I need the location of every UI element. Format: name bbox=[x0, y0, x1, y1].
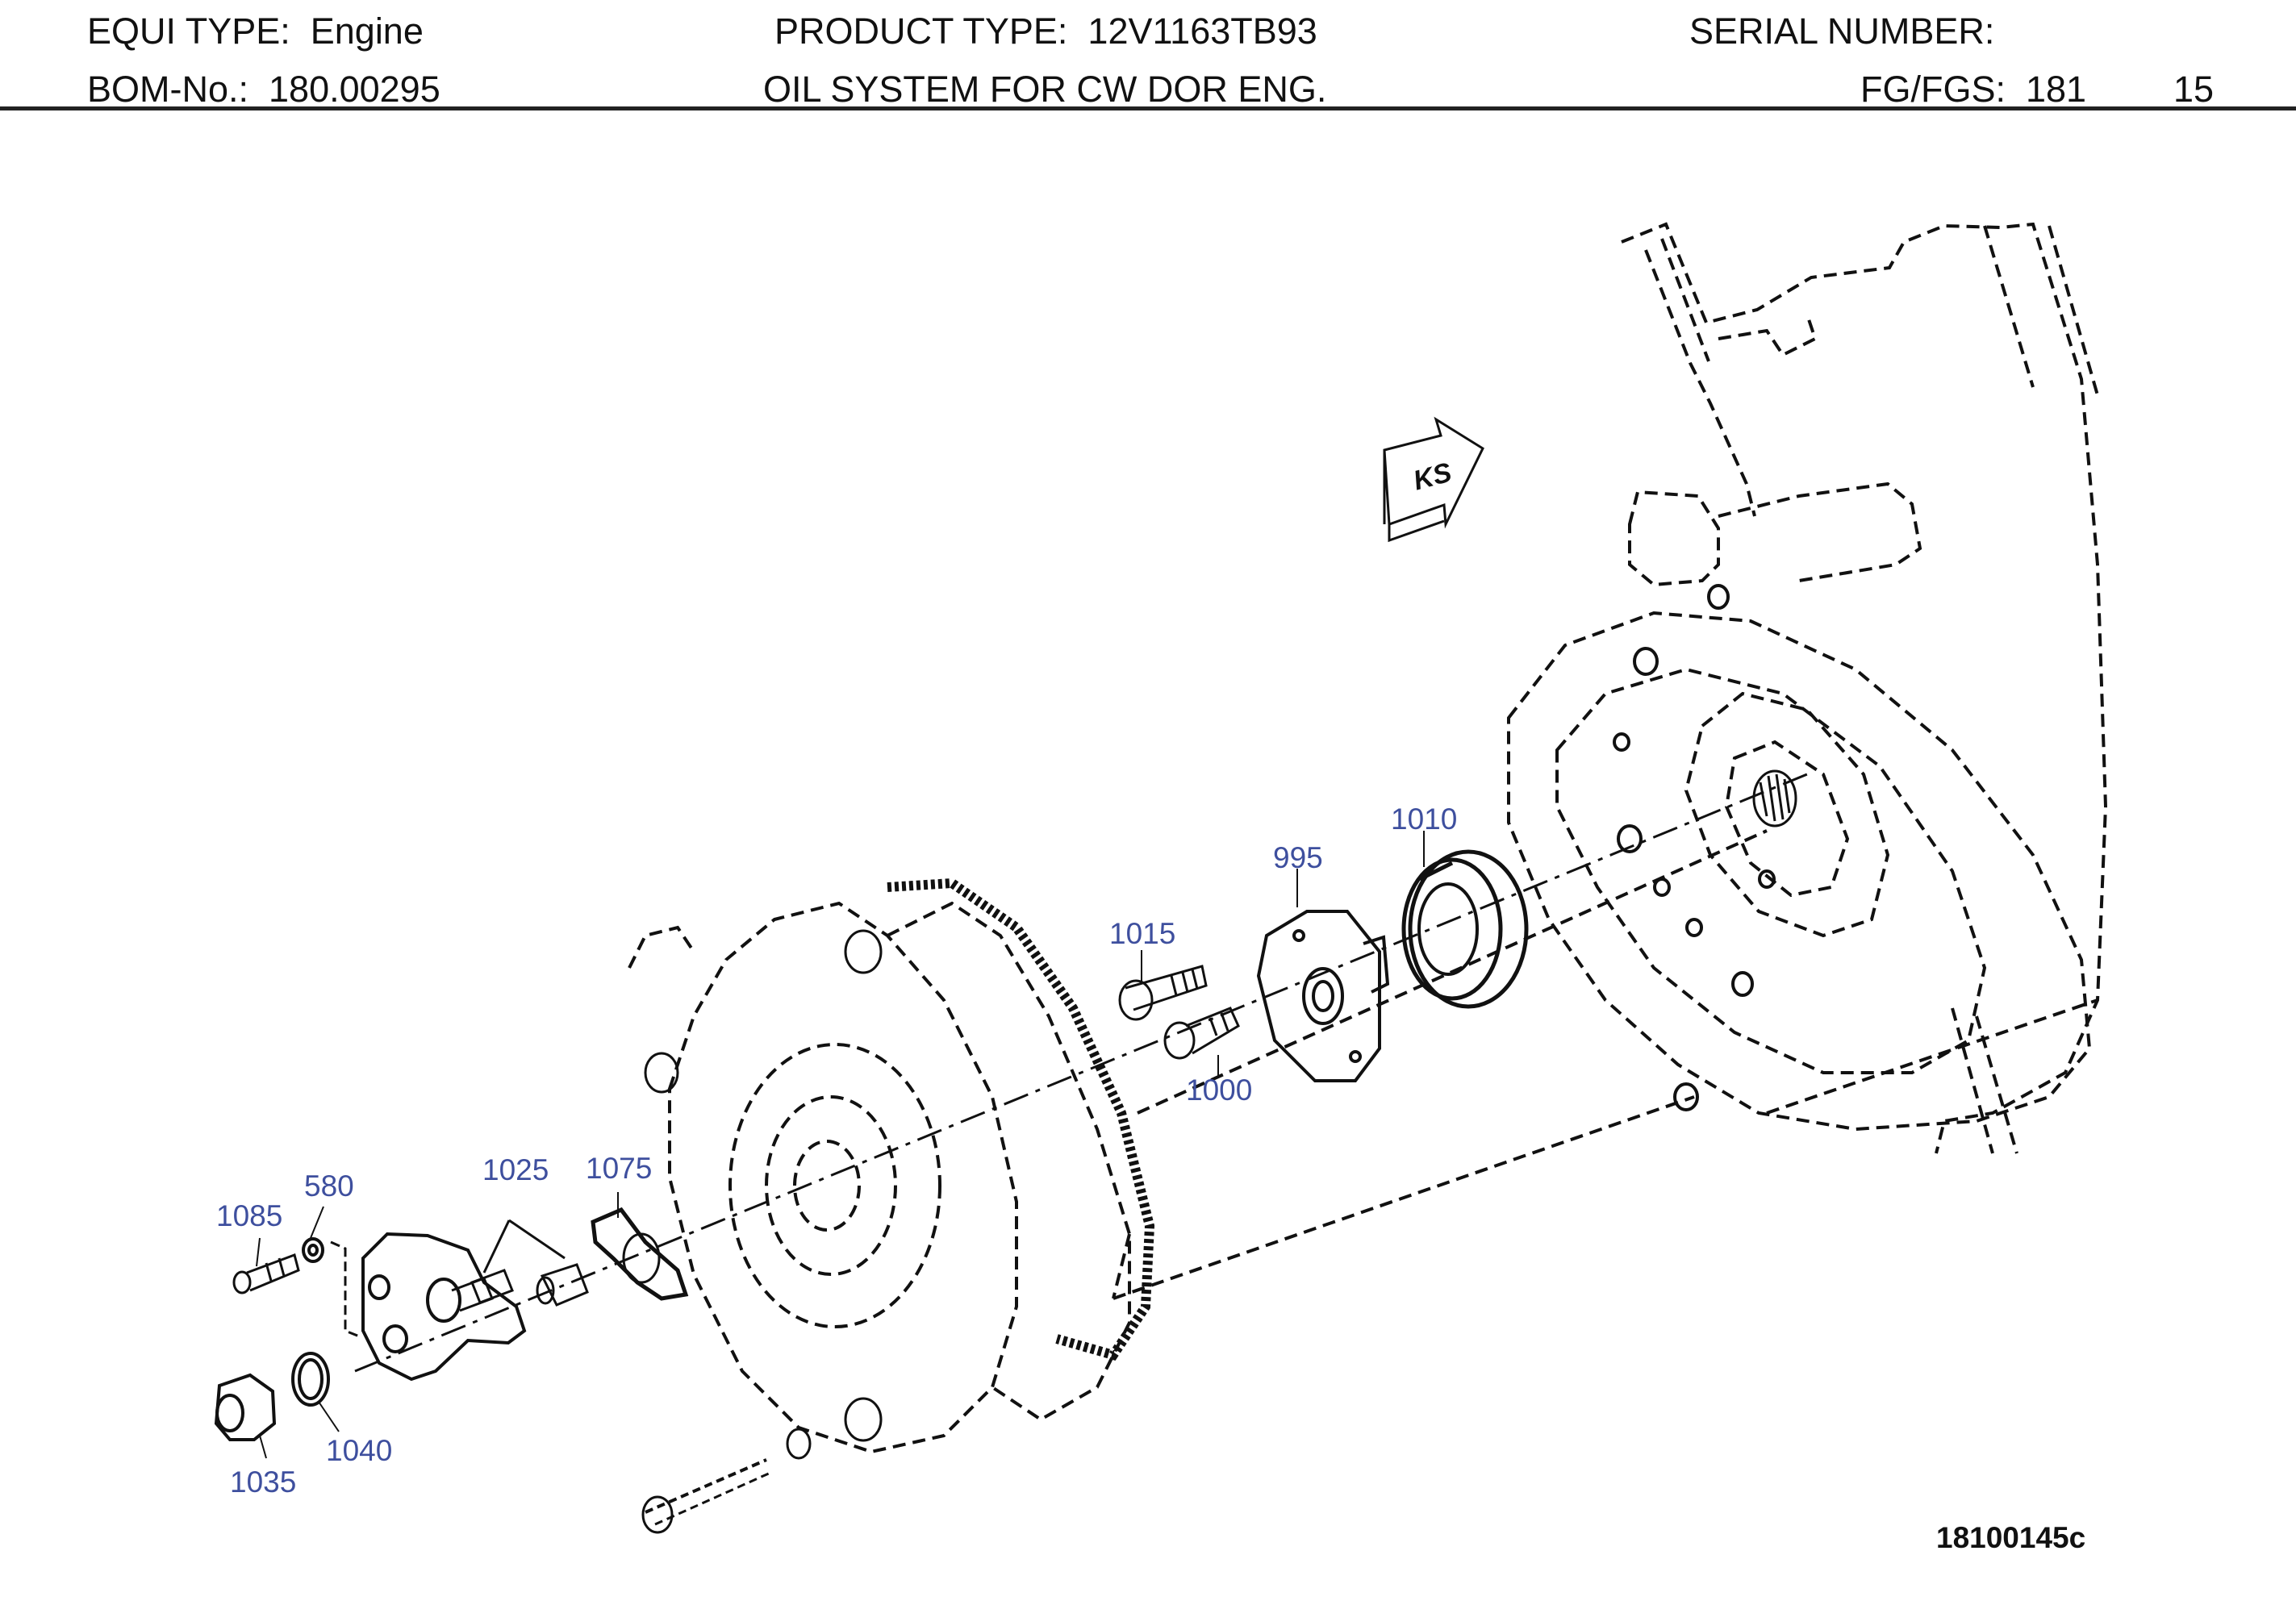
callout-1010: 1010 bbox=[1391, 802, 1457, 836]
part-1035-plug bbox=[214, 1373, 277, 1441]
callout-1085: 1085 bbox=[216, 1199, 282, 1232]
callout-1025: 1025 bbox=[482, 1153, 549, 1186]
part-1085-screw bbox=[232, 1253, 300, 1294]
part-1010-ring bbox=[1401, 849, 1529, 1009]
part-1015-bolt bbox=[1118, 965, 1208, 1021]
callout-1035: 1035 bbox=[230, 1465, 296, 1499]
drawing-number: 18100145c bbox=[1936, 1521, 2086, 1554]
header-divider bbox=[0, 106, 2296, 110]
callout-1000: 1000 bbox=[1186, 1073, 1252, 1107]
part-1040-seal-ring bbox=[291, 1352, 330, 1407]
serial-number-field: SERIAL NUMBER: bbox=[1689, 10, 1995, 52]
part-1075-gasket bbox=[591, 1207, 689, 1301]
engine-housing bbox=[1113, 222, 2108, 1300]
part-1025-sleeves bbox=[470, 1219, 589, 1307]
part-995-flange bbox=[1256, 910, 1390, 1082]
flywheel bbox=[628, 878, 1155, 1460]
callout-labels: 1085 580 1025 1075 1035 1040 1015 1000 9… bbox=[216, 802, 1457, 1499]
engine-mounting-holes bbox=[1613, 584, 1776, 1111]
title-block: EQUI TYPE: Engine BOM-No.: 180.00295 PRO… bbox=[0, 0, 2296, 113]
callout-1075: 1075 bbox=[586, 1152, 652, 1185]
product-type-field: PRODUCT TYPE: 12V1163TB93 bbox=[774, 10, 1317, 52]
part-580-washer bbox=[302, 1237, 324, 1263]
callout-1040: 1040 bbox=[326, 1434, 392, 1467]
assembly-bracket-line bbox=[330, 1240, 362, 1339]
equi-type-field: EQUI TYPE: Engine bbox=[87, 10, 424, 52]
callout-995: 995 bbox=[1273, 841, 1323, 874]
callout-leaders bbox=[256, 831, 1425, 1459]
long-bolt bbox=[641, 1458, 771, 1534]
ks-direction-arrow bbox=[1383, 416, 1484, 543]
callout-580: 580 bbox=[304, 1169, 354, 1203]
sheet-number: 15 bbox=[2173, 69, 2215, 110]
bom-number-field: BOM-No.: 180.00295 bbox=[87, 69, 440, 110]
assembly-title: OIL SYSTEM FOR CW DOR ENG. bbox=[763, 69, 1327, 110]
assembly-centerline bbox=[354, 773, 1808, 1373]
part-1000-screw bbox=[1163, 1007, 1240, 1060]
callout-1015: 1015 bbox=[1109, 917, 1175, 950]
fg-fgs-field: FG/FGS: 181 bbox=[1860, 69, 2087, 110]
pump-housing bbox=[361, 1232, 527, 1382]
engine-shaft-end bbox=[1752, 769, 1797, 828]
ks-arrow-label: KS bbox=[1410, 456, 1455, 496]
